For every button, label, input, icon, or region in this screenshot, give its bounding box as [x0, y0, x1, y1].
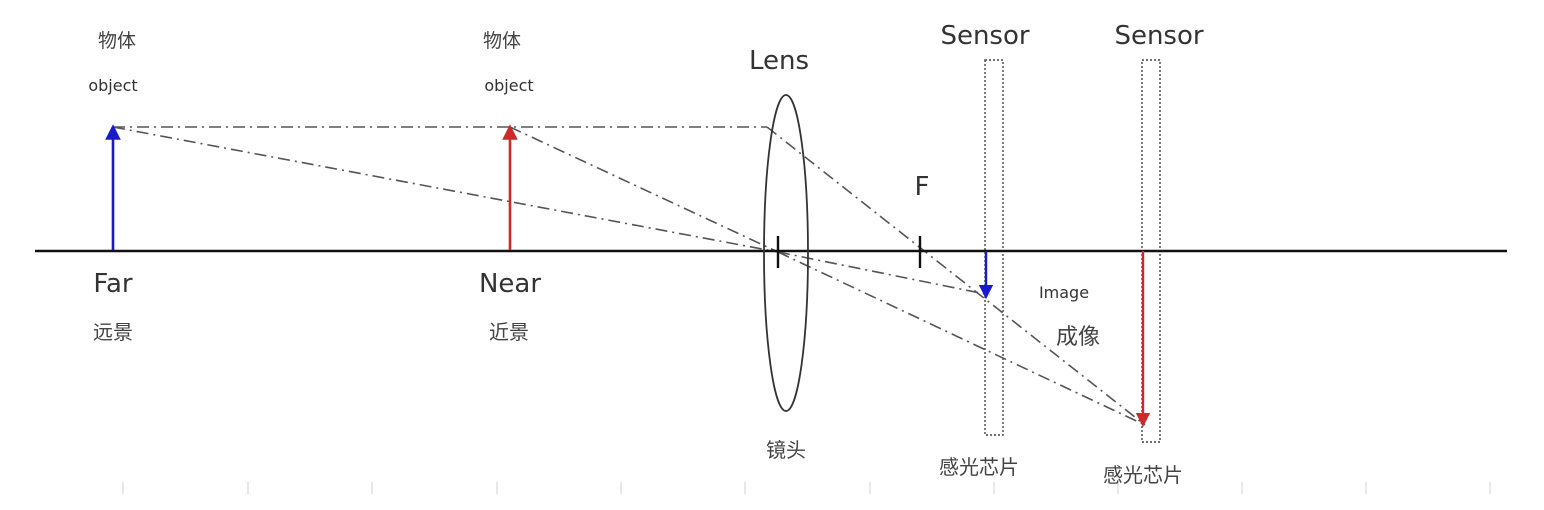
lens-label: Lens — [749, 46, 809, 76]
sensor-far-label: Sensor — [1114, 21, 1203, 51]
image-label: Image — [1039, 283, 1089, 302]
far-object-en-label: object — [88, 76, 137, 95]
light-rays — [112, 126, 1146, 426]
lens-cn-label: 镜头 — [766, 438, 806, 462]
sensor-near-label: Sensor — [940, 21, 1029, 51]
focal-point-label: F — [915, 172, 930, 202]
near-label: Near — [479, 269, 541, 299]
ray-far-center — [112, 126, 779, 253]
ray-far-center-out — [777, 251, 991, 296]
ruler-ticks — [122, 482, 1491, 494]
sensor-near-cn-label: 感光芯片 — [939, 455, 1019, 479]
sensor-far-cn-label: 感光芯片 — [1103, 463, 1183, 487]
ray-refracted-through-f — [766, 126, 1146, 426]
ray-near-center-out — [777, 251, 1146, 426]
near-object-en-label: object — [484, 76, 533, 95]
lens-shape — [763, 94, 809, 412]
sensor-near-plane — [984, 59, 1004, 436]
ray-near-center — [509, 126, 779, 253]
far-cn-label: 远景 — [93, 320, 133, 344]
far-object-cn-label: 物体 — [98, 30, 136, 52]
near-cn-label: 近景 — [489, 320, 529, 344]
near-object-cn-label: 物体 — [483, 30, 521, 52]
image-cn-label: 成像 — [1056, 325, 1100, 350]
far-label: Far — [93, 269, 133, 299]
